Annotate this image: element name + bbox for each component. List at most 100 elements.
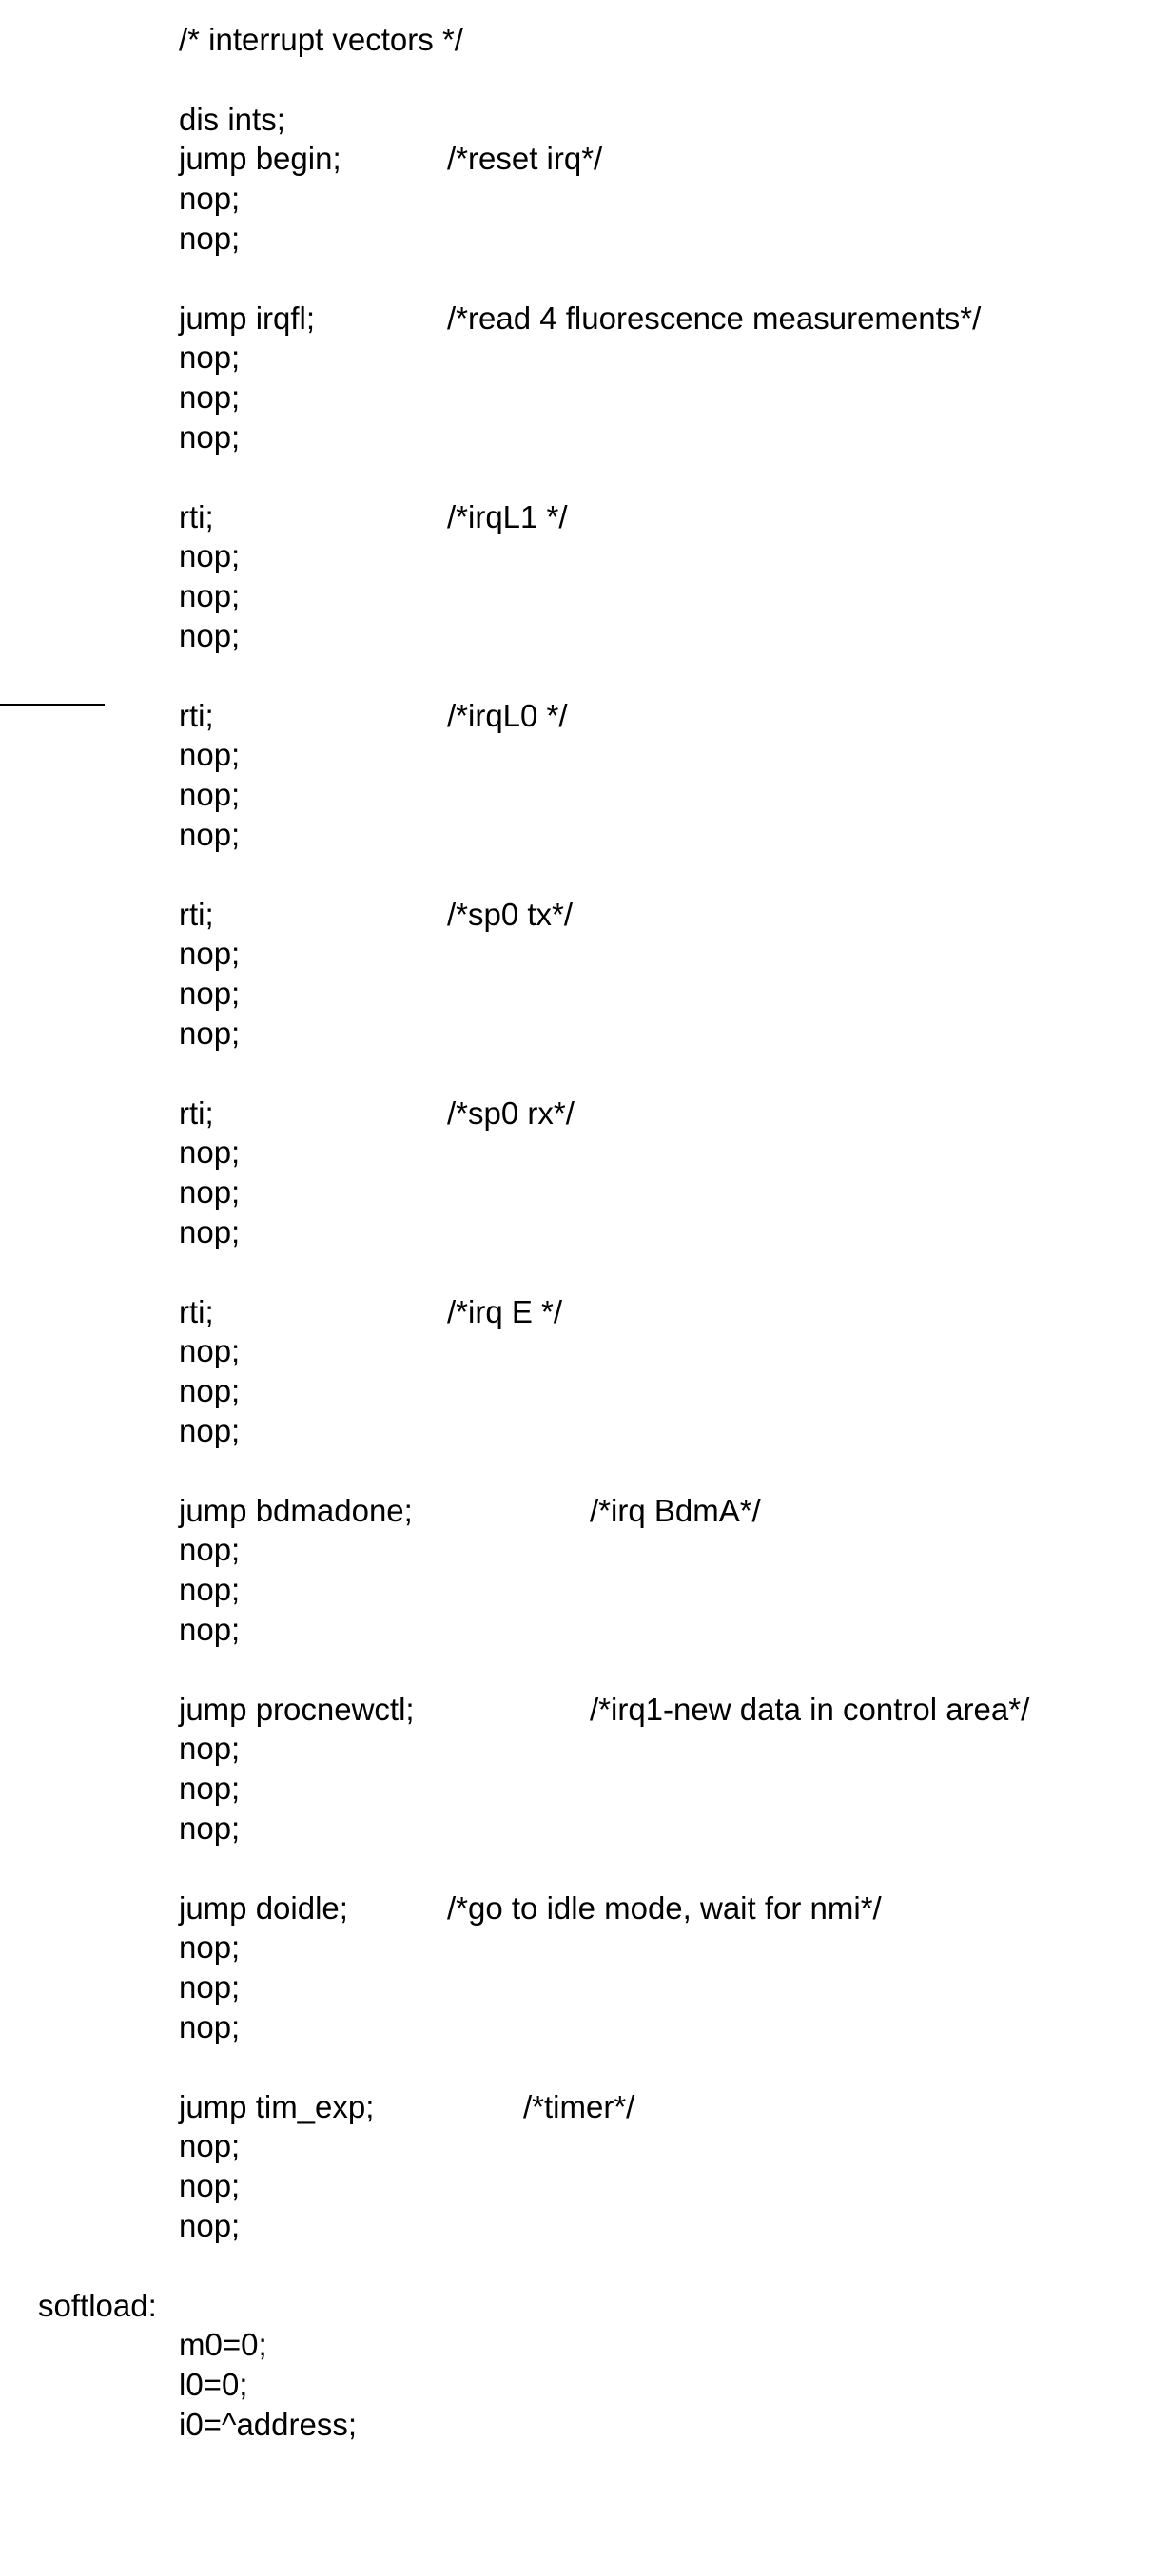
code-text: nop; [179,737,240,772]
code-text: nop; [179,1731,240,1766]
code-line: nop; [179,1531,240,1569]
code-text: rti; [179,499,214,534]
code-text: l0=0; [179,2367,247,2402]
code-text: i0=^address; [179,2407,357,2442]
code-line: nop; [179,1412,240,1450]
code-line: i0=^address; [179,2406,357,2444]
code-line: nop; [179,1133,240,1172]
code-line: nop; [179,816,240,854]
code-line: rti;/*sp0 rx*/ [179,1094,214,1133]
code-text: dis ints; [179,102,285,137]
code-comment: /*timer*/ [523,2088,634,2126]
code-text: nop; [179,1532,240,1567]
code-line: nop; [179,935,240,973]
code-line: nop; [179,180,240,218]
code-line: nop; [179,1332,240,1370]
code-text: nop; [179,1572,240,1607]
code-text: nop; [179,1134,240,1170]
code-comment: /*sp0 tx*/ [447,896,573,934]
code-text: nop; [179,339,240,375]
code-text: nop; [179,538,240,573]
code-line: rti;/*irqL0 */ [179,697,214,735]
code-line: nop; [179,1730,240,1768]
code-text: nop; [179,2128,240,2163]
code-text: nop; [179,578,240,613]
code-line: rti;/*sp0 tx*/ [179,896,214,934]
code-line: jump procnewctl;/*irq1-new data in contr… [179,1691,415,1729]
code-text: nop; [179,379,240,415]
code-comment: /*irq BdmA*/ [590,1492,761,1530]
code-comment: /*irqL1 */ [447,498,568,536]
code-text: rti; [179,1294,214,1329]
code-text: nop; [179,618,240,653]
code-text: nop; [179,1413,240,1448]
code-text: nop; [179,1969,240,2005]
code-comment: /*go to idle mode, wait for nmi*/ [447,1889,882,1927]
code-text: jump begin; [179,141,341,176]
code-line: m0=0; [179,2326,267,2364]
code-text: jump doidle; [179,1890,348,1926]
code-line: nop; [179,537,240,575]
code-line: jump tim_exp;/*timer*/ [179,2088,374,2126]
code-comment: /*sp0 rx*/ [447,1094,575,1133]
code-line: nop; [179,1213,240,1251]
code-text: nop; [179,181,240,216]
code-label: softload: [38,2287,157,2325]
code-line: nop; [179,1611,240,1649]
code-line: nop; [179,617,240,655]
code-line: nop; [179,2207,240,2245]
code-line: l0=0; [179,2366,247,2404]
code-comment: /*irq E */ [447,1293,562,1331]
code-line: nop; [179,1968,240,2006]
code-line: nop; [179,1770,240,1808]
code-text: rti; [179,1095,214,1131]
code-text: nop; [179,2208,240,2243]
code-line: nop; [179,577,240,615]
code-line: nop; [179,2127,240,2165]
code-comment: /*irqL0 */ [447,697,568,735]
code-line: nop; [179,378,240,416]
code-line: nop; [179,1173,240,1211]
code-line: nop; [179,2167,240,2205]
code-text: nop; [179,2009,240,2044]
code-line: nop; [179,1372,240,1410]
margin-mark [0,704,105,706]
code-text: nop; [179,936,240,971]
code-line: rti;/*irq E */ [179,1293,214,1331]
code-text: rti; [179,698,214,733]
code-text: softload: [38,2288,157,2323]
code-text: rti; [179,897,214,932]
code-comment: /*irq1-new data in control area*/ [590,1691,1029,1729]
code-line: nop; [179,220,240,258]
code-line: jump begin;/*reset irq*/ [179,140,341,178]
code-text: nop; [179,817,240,852]
code-text: jump tim_exp; [179,2089,374,2124]
code-line: nop; [179,418,240,456]
code-line: nop; [179,1015,240,1053]
code-text: nop; [179,2168,240,2203]
code-text: jump irqfl; [179,300,315,336]
code-text: nop; [179,1929,240,1965]
code-text: /* interrupt vectors */ [179,22,463,57]
code-text: nop; [179,1016,240,1051]
code-line: nop; [179,339,240,377]
code-text: nop; [179,1811,240,1846]
code-line: rti;/*irqL1 */ [179,498,214,536]
code-line: /* interrupt vectors */ [179,21,463,59]
code-text: jump bdmadone; [179,1493,413,1528]
code-text: nop; [179,221,240,256]
code-text: nop; [179,419,240,455]
code-line: nop; [179,776,240,814]
code-text: m0=0; [179,2327,267,2362]
code-line: nop; [179,1928,240,1966]
code-text: nop; [179,1214,240,1249]
code-text: nop; [179,1373,240,1408]
code-comment: /*reset irq*/ [447,140,602,178]
code-text: nop; [179,1174,240,1210]
code-line: nop; [179,736,240,774]
code-text: jump procnewctl; [179,1692,415,1727]
code-comment: /*read 4 fluorescence measurements*/ [447,300,981,338]
code-line: nop; [179,2008,240,2046]
code-line: nop; [179,1571,240,1609]
